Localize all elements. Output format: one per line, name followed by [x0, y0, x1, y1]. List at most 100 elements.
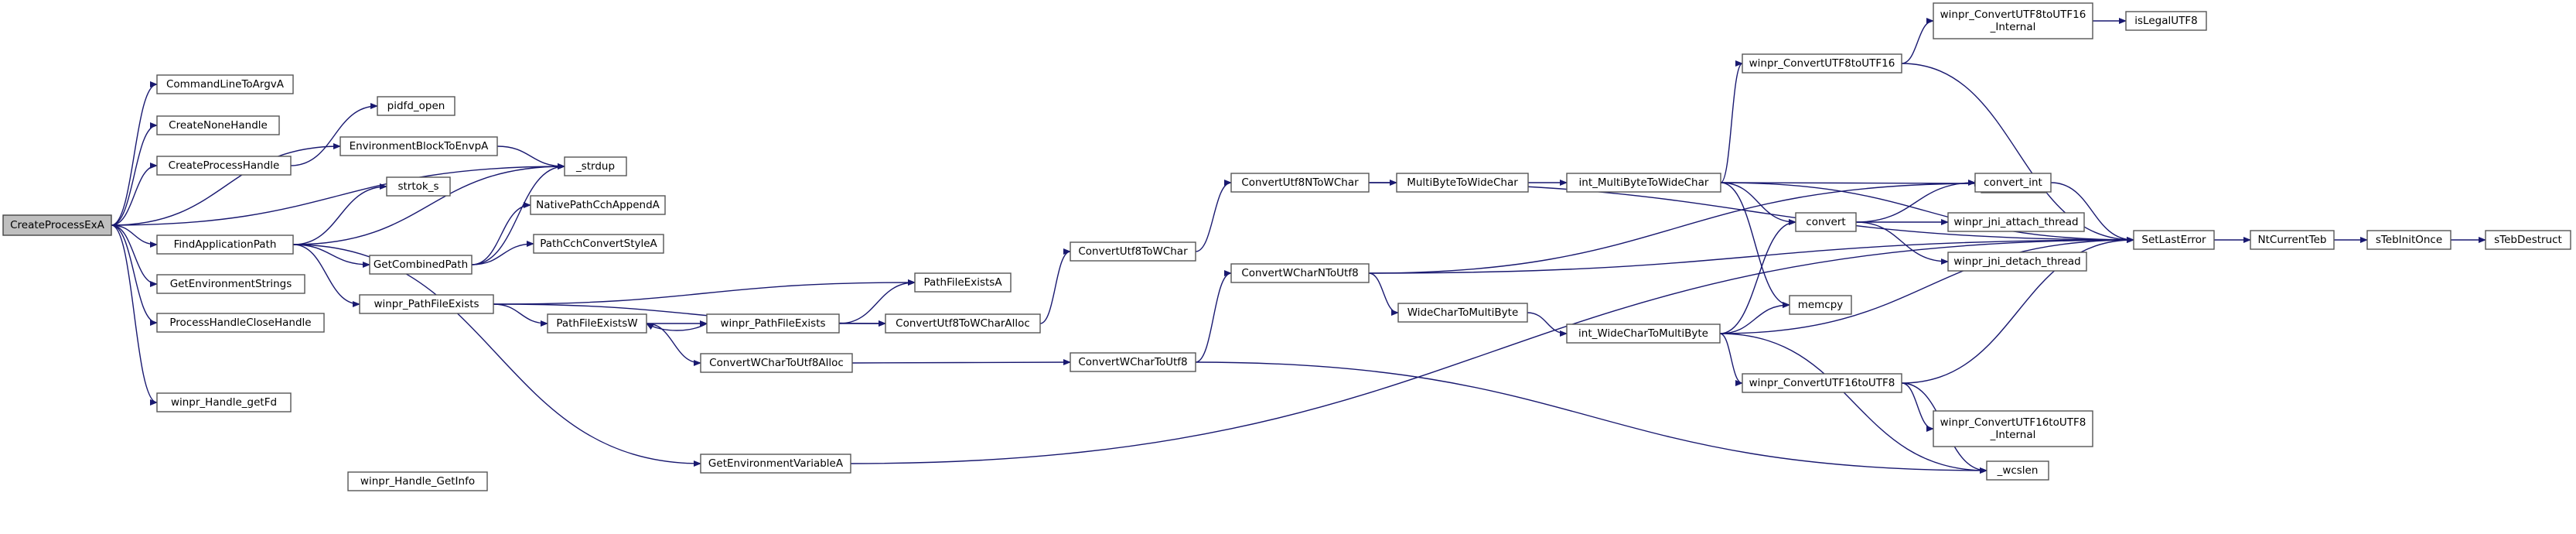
node-memcpy[interactable]: memcpy	[1789, 295, 1852, 315]
node-int-multi-byte-to-wide-char[interactable]: int_MultiByteToWideChar	[1566, 173, 1721, 193]
node-strtok-s[interactable]: strtok_s	[386, 176, 451, 197]
node-box	[1566, 323, 1721, 344]
node-box	[1933, 410, 2093, 447]
edge-convert-to-convert-int	[1855, 180, 1976, 223]
node-multi-byte-to-wide-char[interactable]: MultiByteToWideChar	[1396, 173, 1529, 193]
node-wcslen[interactable]: _wcslen	[1986, 460, 2049, 481]
node-s-teb-destruct[interactable]: sTebDestruct	[2485, 230, 2571, 250]
node-box	[1974, 173, 2052, 193]
edge-get-combined-path-to-path-cch-convert-style-a	[471, 241, 534, 265]
edge-get-combined-path-to-strdup	[471, 163, 565, 265]
node-label: winpr_Handle_GetInfo	[360, 475, 475, 488]
edge-winpr-convert-utf16to-utf8-to-set-last-error	[1901, 237, 2134, 384]
node-label: sTebDestruct	[2494, 234, 2562, 246]
node-winpr-handle-get-info[interactable]: winpr_Handle_GetInfo	[347, 471, 488, 491]
node-environment-block-to-envp-a[interactable]: EnvironmentBlockToEnvpA	[339, 136, 498, 156]
node-winpr-path-file-exists2[interactable]: winpr_PathFileExists	[706, 313, 840, 334]
node-box	[1986, 460, 2049, 481]
node-convert-utf8-to-wchar-alloc[interactable]: ConvertUtf8ToWCharAlloc	[885, 313, 1041, 334]
edge-winpr-path-file-exists2-to-path-file-exists-w	[646, 323, 708, 331]
node-label: ConvertWCharNToUtf8	[1241, 267, 1358, 279]
node-label: PathFileExistsA	[923, 276, 1002, 289]
edge-find-application-path-to-strdup	[292, 163, 565, 245]
node-box	[1947, 212, 2085, 232]
node-wide-char-to-multi-byte[interactable]: WideCharToMultiByte	[1397, 303, 1528, 323]
node-box	[347, 471, 488, 491]
node-get-environment-variable-a[interactable]: GetEnvironmentVariableA	[700, 454, 851, 474]
node-label: isLegalUTF8	[2134, 15, 2197, 27]
node-get-environment-strings[interactable]: GetEnvironmentStrings	[156, 274, 305, 294]
node-winpr-jni-detach-thread[interactable]: winpr_jni_detach_thread	[1947, 252, 2087, 272]
node-strdup[interactable]: _strdup	[564, 156, 627, 176]
node-box	[564, 156, 627, 176]
node-create-none-handle[interactable]: CreateNoneHandle	[156, 115, 280, 135]
node-convert-wchar-to-utf8-alloc[interactable]: ConvertWCharToUtf8Alloc	[700, 353, 853, 373]
edge-convert-wchar-to-utf8-to-convert-wchar-nto-utf8	[1195, 270, 1232, 363]
node-label: CreateNoneHandle	[169, 119, 268, 132]
node-winpr-convert-utf16to-utf8[interactable]: winpr_ConvertUTF16toUTF8	[1742, 373, 1902, 393]
edge-int-wide-char-to-multi-byte-to-winpr-convert-utf16to-utf8	[1719, 333, 1743, 386]
edge-environment-block-to-envp-a-to-strdup	[496, 145, 565, 169]
node-create-process-ex-a[interactable]: CreateProcessExA	[2, 214, 112, 236]
node-box	[386, 176, 451, 197]
node-convert-int[interactable]: convert_int	[1974, 173, 2052, 193]
edge-int-multi-byte-to-wide-char-to-memcpy	[1720, 182, 1790, 308]
edges-layer	[111, 18, 2486, 474]
node-winpr-convert-utf8to-utf16[interactable]: winpr_ConvertUTF8toUTF16	[1742, 53, 1902, 74]
node-label: _wcslen	[1997, 464, 2039, 477]
node-is-legal-utf8[interactable]: isLegalUTF8	[2125, 11, 2207, 31]
node-get-combined-path[interactable]: GetCombinedPath	[369, 255, 473, 275]
node-label: PathCchConvertStyleA	[540, 238, 657, 250]
edge-get-combined-path-to-native-path-cch-append-a	[471, 202, 531, 265]
node-winpr-handle-get-fd[interactable]: winpr_Handle_getFd	[156, 392, 292, 412]
edge-create-process-ex-a-to-get-environment-strings	[111, 224, 158, 287]
node-box	[1947, 252, 2087, 272]
node-find-application-path[interactable]: FindApplicationPath	[156, 234, 294, 255]
edge-convert-int-to-set-last-error	[2050, 182, 2134, 243]
edge-wide-char-to-multi-byte-to-int-wide-char-to-multi-byte	[1527, 312, 1568, 337]
node-nt-current-teb[interactable]: NtCurrentTeb	[2250, 230, 2335, 250]
node-convert-utf8-nto-wchar[interactable]: ConvertUtf8NToWChar	[1230, 173, 1370, 193]
node-label: convert	[1806, 216, 1845, 228]
node-process-handle-close-handle[interactable]: ProcessHandleCloseHandle	[156, 313, 325, 333]
node-path-file-exists-w[interactable]: PathFileExistsW	[547, 313, 647, 334]
edge-int-wide-char-to-multi-byte-to-wcslen	[1719, 333, 1987, 474]
node-box	[1742, 53, 1902, 74]
edge-path-file-exists-w-to-convert-wchar-to-utf8-alloc	[646, 323, 701, 366]
nodes-layer: CreateProcessExA CommandLineToArgvA Create…	[2, 2, 2571, 491]
node-convert-wchar-nto-utf8[interactable]: ConvertWCharNToUtf8	[1230, 263, 1370, 283]
edge-convert-wchar-to-utf8-alloc-to-convert-wchar-to-utf8	[851, 359, 1071, 366]
node-path-file-exists-a[interactable]: PathFileExistsA	[914, 272, 1012, 293]
node-convert[interactable]: convert	[1795, 212, 1857, 232]
node-set-last-error[interactable]: SetLastError	[2133, 230, 2215, 250]
node-label: convert_int	[1984, 176, 2042, 189]
node-label: NtCurrentTeb	[2258, 234, 2327, 246]
node-label: winpr_jni_attach_thread	[1953, 216, 2078, 228]
node-path-cch-convert-style-a[interactable]: PathCchConvertStyleA	[533, 234, 664, 254]
node-label: sTebInitOnce	[2376, 234, 2442, 246]
node-winpr-convert-utf16to-utf8-internal[interactable]: winpr_ConvertUTF16toUTF8_Internal	[1933, 410, 2093, 447]
node-label: winpr_PathFileExists	[374, 298, 479, 310]
node-label: WideCharToMultiByte	[1407, 306, 1519, 319]
node-command-line-to-argv-a[interactable]: CommandLineToArgvA	[156, 74, 294, 94]
node-label: winpr_ConvertUTF16toUTF8	[1940, 416, 2086, 429]
edge-winpr-path-file-exists1-to-path-file-exists-w	[493, 303, 548, 327]
node-convert-utf8-to-wchar[interactable]: ConvertUtf8ToWChar	[1070, 241, 1196, 262]
node-pidfd-open[interactable]: pidfd_open	[377, 96, 455, 116]
node-native-path-cch-append-a[interactable]: NativePathCchAppendA	[530, 195, 666, 215]
node-s-teb-init-once[interactable]: sTebInitOnce	[2366, 230, 2451, 250]
node-box	[369, 255, 473, 275]
node-int-wide-char-to-multi-byte[interactable]: int_WideCharToMultiByte	[1566, 323, 1721, 344]
node-winpr-path-file-exists1[interactable]: winpr_PathFileExists	[359, 294, 494, 314]
node-label: winpr_ConvertUTF8toUTF16	[1749, 57, 1895, 70]
node-box	[359, 294, 494, 314]
edge-winpr-path-file-exists2-to-path-file-exists-a	[838, 279, 916, 324]
node-winpr-convert-utf8to-utf16-internal[interactable]: winpr_ConvertUTF8toUTF16_Internal	[1933, 2, 2093, 39]
node-winpr-jni-attach-thread[interactable]: winpr_jni_attach_thread	[1947, 212, 2085, 232]
node-box	[530, 195, 666, 215]
node-convert-wchar-to-utf8[interactable]: ConvertWCharToUtf8	[1070, 352, 1196, 372]
node-box	[1795, 212, 1857, 232]
node-create-process-handle[interactable]: CreateProcessHandle	[156, 156, 292, 176]
node-label: ConvertUtf8ToWCharAlloc	[896, 317, 1030, 330]
node-box	[156, 313, 325, 333]
